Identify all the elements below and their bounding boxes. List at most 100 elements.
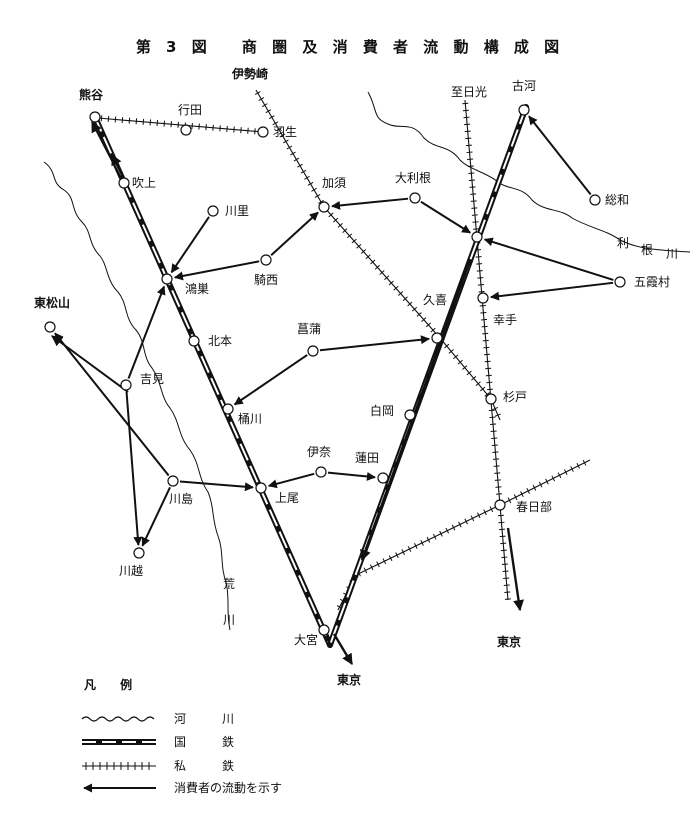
flow-yoshimi-konosu (127, 285, 166, 379)
flow-kawasato-konosu (170, 216, 210, 274)
place-marker-fukiage (118, 177, 130, 189)
place-marker-goka (614, 276, 626, 288)
place-label-satte: 幸手 (493, 313, 518, 327)
place-marker-satte (477, 292, 489, 304)
place-marker-kuki (431, 332, 443, 344)
place-label-kazo: 加須 (322, 176, 347, 190)
place-label-sugito: 杉戸 (503, 390, 528, 404)
place-marker-kumagaya (89, 111, 101, 123)
place-marker-hasuda (377, 472, 389, 484)
place-marker-ina (315, 466, 327, 478)
flow-yoshimi-kawagoe (125, 391, 143, 546)
flow-fukiage-kumagaya (91, 121, 121, 177)
place-label-kisai: 騎西 (254, 273, 279, 287)
place-marker-higashimatsuyama (44, 321, 56, 333)
private-railways (97, 89, 591, 611)
place-label-kumagaya: 熊谷 (79, 88, 104, 102)
place-label-oone: 大利根 (395, 171, 432, 185)
place-label-ageo: 上尾 (275, 491, 300, 505)
place-marker-kurihashi (471, 231, 483, 243)
place-label-higashimatsuyama: 東松山 (34, 296, 71, 310)
flow-up-takasaki (111, 154, 123, 176)
map-text-label: 根 (641, 243, 654, 257)
place-label-shiraoka: 白岡 (370, 404, 395, 418)
legend-flow-label: 消費者の流動を示す (174, 781, 283, 795)
map-text-label: 川 (223, 613, 236, 627)
place-marker-kasukabe (494, 499, 506, 511)
map-text-label: 伊勢崎 (232, 67, 269, 81)
place-marker-okegawa (222, 403, 234, 415)
flow-oone-kurihashi (420, 200, 471, 234)
place-label-shobu: 菖蒲 (297, 322, 322, 336)
consumer-flows (51, 115, 614, 665)
place-label-okegawa: 桶川 (238, 412, 263, 426)
place-label-hanyu: 羽生 (273, 125, 298, 139)
flow-oone-kazo (331, 197, 409, 210)
place-label-gyoda: 行田 (178, 103, 203, 117)
rail-chichibu-line (97, 115, 264, 135)
place-label-fukiage: 吹上 (132, 176, 157, 190)
map-text-label: 荒 (223, 577, 236, 591)
place-marker-ageo (255, 482, 267, 494)
flow-sowa-koga (528, 115, 592, 196)
place-marker-kisai (260, 254, 272, 266)
place-marker-sugito (485, 393, 497, 405)
flow-ina-ageo (267, 472, 315, 489)
place-marker-sowa (589, 194, 601, 206)
flow-kisai-konosu (173, 260, 260, 281)
place-label-omiya: 大宮 (294, 633, 319, 647)
place-marker-omiya (318, 624, 330, 636)
place-marker-kitamoto (188, 335, 200, 347)
place-label-konosu: 鴻巣 (185, 282, 210, 296)
flow-kawajima-higashimatsuyama (54, 332, 170, 477)
legend-title: 凡 例 (84, 678, 143, 692)
place-label-kasukabe: 春日部 (516, 500, 553, 514)
place-label-koga: 古河 (512, 79, 537, 93)
map-text-label: 東京 (337, 673, 362, 687)
rail-tobu-isesaki-line (254, 89, 501, 421)
place-label-yoshimi: 吉見 (140, 372, 165, 386)
place-label-goka: 五霞村 (634, 275, 671, 289)
flow-goka-satte (490, 281, 614, 301)
legend-river-label: 河川 (174, 712, 235, 726)
place-label-hasuda: 蓮田 (355, 451, 380, 465)
place-marker-koga (518, 104, 530, 116)
flow-kasukabe-tokyo (506, 527, 525, 612)
place-label-kitamoto: 北本 (208, 334, 233, 348)
flow-ina-hasuda (327, 471, 376, 481)
flow-shobu-kuki (319, 335, 430, 352)
rail-tobu-noda-line (336, 459, 591, 611)
legend-graphics (81, 716, 156, 793)
place-marker-gyoda (180, 124, 192, 136)
place-label-kawagoe: 川越 (119, 564, 144, 578)
flow-yoshimi-higashimatsuyama (51, 335, 129, 393)
places (44, 104, 626, 636)
rail-takasaki-line (91, 112, 333, 648)
place-marker-yoshimi (120, 379, 132, 391)
legend-private-sample (82, 762, 156, 770)
place-marker-shiraoka (404, 409, 416, 421)
map-text-label: 至日光 (451, 85, 488, 99)
place-marker-oone (409, 192, 421, 204)
place-marker-shobu (307, 345, 319, 357)
map-text-label: 川 (666, 247, 679, 261)
place-label-sowa: 総和 (605, 193, 630, 207)
place-label-kawasato: 川里 (225, 204, 250, 218)
map-title: 第 3 図 商 圏 及 消 費 者 流 動 構 成 図 (135, 38, 565, 56)
flow-goka-kurihashi (483, 237, 614, 281)
river-arakawa (43, 161, 231, 631)
place-marker-kazo (318, 201, 330, 213)
legend-river-sample (81, 716, 155, 722)
place-marker-kawasato (207, 205, 219, 217)
legend-jnr-label: 国鉄 (174, 735, 235, 749)
flow-shobu-okegawa (233, 354, 308, 406)
flow-along-tohoku-line (360, 259, 472, 562)
map-text-label: 東京 (497, 635, 522, 649)
place-marker-hanyu (257, 126, 269, 138)
map-text-label: 利 (617, 236, 630, 250)
place-label-kawajima: 川島 (169, 492, 194, 506)
place-marker-konosu (161, 273, 173, 285)
legend-private-label: 私鉄 (174, 759, 235, 773)
flow-kawajima-ageo (179, 480, 254, 492)
